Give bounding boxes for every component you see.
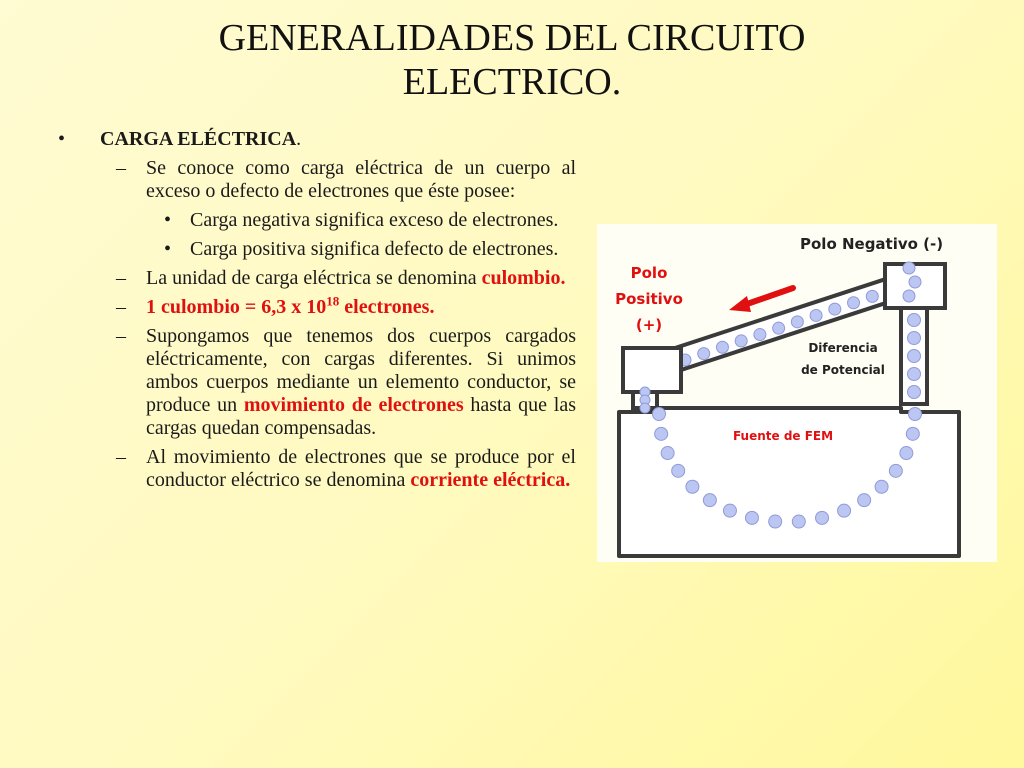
electron-bead [907, 367, 921, 381]
electron-bead [907, 313, 921, 327]
electron-bead [899, 446, 914, 461]
arrow-shaft [744, 285, 796, 307]
electron-bead [702, 493, 717, 508]
bullet-label: CARGA ELÉCTRICA [100, 128, 297, 150]
label-fuente-fem: Fuente de FEM [733, 429, 833, 443]
item-coulomb: – 1 culombio = 6,3 x 1018 electrones. [58, 293, 576, 319]
electron-flow-arrow [729, 285, 796, 312]
electron-bead [908, 275, 922, 289]
bullet-period: . [296, 128, 302, 150]
item-current: – Al movimiento de electrones que se pro… [58, 446, 576, 492]
circuit-diagram: Polo Negativo (-) Polo Positivo (+) Dife… [597, 224, 997, 562]
coulomb-tail: electrones. [339, 296, 435, 318]
electron-bead [753, 328, 767, 342]
electron-bead [715, 340, 729, 354]
item-definition: – Se conoce como carga eléctrica de un c… [58, 157, 576, 203]
electron-bead [654, 426, 669, 441]
electron-bead [768, 514, 783, 529]
electron-bead [837, 503, 852, 518]
dash-marker: – [116, 446, 126, 468]
current-text: Al movimiento de electrones que se produ… [146, 446, 576, 491]
label-polo-positivo-1: Polo [631, 264, 668, 282]
electron-bead [815, 510, 830, 525]
electron-bead [744, 510, 759, 525]
dash-marker: – [116, 325, 126, 347]
fem-source-box [617, 406, 961, 558]
dot-marker: • [164, 238, 172, 260]
suppose-text: Supongamos que tenemos dos cuerpos carga… [146, 325, 576, 416]
dash-marker: – [116, 157, 126, 179]
electron-bead [874, 479, 889, 494]
electron-bead [671, 463, 686, 478]
electron-bead [734, 334, 748, 348]
electron-bead [857, 493, 872, 508]
circuit-diagram-svg: Polo Negativo (-) Polo Positivo (+) Dife… [615, 235, 961, 558]
current-highlight: corriente eléctrica. [410, 469, 571, 491]
suppose-tail: hasta que las cargas quedan compensadas. [146, 394, 576, 439]
item-suppose: – Supongamos que tenemos dos cuerpos car… [58, 325, 576, 440]
title-line-1: GENERALIDADES DEL CIRCUITO [218, 17, 806, 59]
electron-bead [905, 426, 920, 441]
electron-bead [639, 402, 651, 414]
unit-highlight: culombio. [481, 267, 566, 289]
electron-bead [685, 479, 700, 494]
coulomb-equation: 1 culombio = 6,3 x 1018 electrones. [146, 293, 435, 318]
definition-text: Se conoce como carga eléctrica de un cue… [146, 157, 576, 202]
label-diferencia-2: de Potencial [801, 363, 885, 377]
electron-bead [772, 321, 786, 335]
electron-bead [828, 302, 842, 316]
unit-text: La unidad de carga eléctrica se denomina [146, 267, 482, 289]
dot-marker: • [164, 209, 172, 231]
label-polo-positivo-2: Positivo [615, 290, 683, 308]
slide-title: GENERALIDADES DEL CIRCUITO ELECTRICO. [0, 16, 1024, 104]
item-negative-charge: • Carga negativa significa exceso de ele… [58, 209, 576, 232]
title-line-2: ELECTRICO. [402, 61, 622, 103]
item-unit: – La unidad de carga eléctrica se denomi… [58, 267, 576, 290]
arrow-head [729, 296, 751, 312]
electron-bead [697, 347, 711, 361]
positive-terminal [621, 346, 683, 394]
electron-bead [722, 503, 737, 518]
dash-marker: – [116, 296, 126, 318]
item-positive-charge: • Carga positiva significa defecto de el… [58, 238, 576, 261]
bullet-carga-electrica: • CARGA ELÉCTRICA. [58, 128, 576, 151]
electron-bead [907, 349, 921, 363]
electron-bead [791, 514, 806, 529]
suppose-highlight: movimiento de electrones [243, 394, 464, 416]
electron-bead [908, 407, 922, 421]
label-polo-positivo-3: (+) [636, 316, 662, 334]
electron-bead [809, 308, 823, 322]
electron-bead [865, 289, 879, 303]
bullet-marker: • [58, 128, 66, 150]
label-diferencia-1: Diferencia [808, 341, 877, 355]
coulomb-base: 1 culombio = 6,3 x 10 [146, 296, 327, 318]
electron-bead [847, 296, 861, 310]
coulomb-exponent: 18 [326, 293, 340, 309]
electron-bead [660, 446, 675, 461]
electron-bead [790, 315, 804, 329]
electron-chain [639, 261, 922, 529]
slide-body: • CARGA ELÉCTRICA. – Se conoce como carg… [58, 128, 576, 498]
conductor-electrons [678, 283, 898, 367]
dash-marker: – [116, 267, 126, 289]
electron-bead [902, 261, 916, 275]
positive-charge-text: Carga positiva significa defecto de elec… [190, 238, 559, 260]
negative-charge-text: Carga negativa significa exceso de elect… [190, 209, 559, 231]
electron-bead [902, 289, 916, 303]
electron-bead [888, 463, 903, 478]
electron-bead [652, 407, 666, 421]
electron-bead [907, 385, 921, 399]
electron-bead [907, 331, 921, 345]
label-polo-negativo: Polo Negativo (-) [800, 235, 943, 253]
